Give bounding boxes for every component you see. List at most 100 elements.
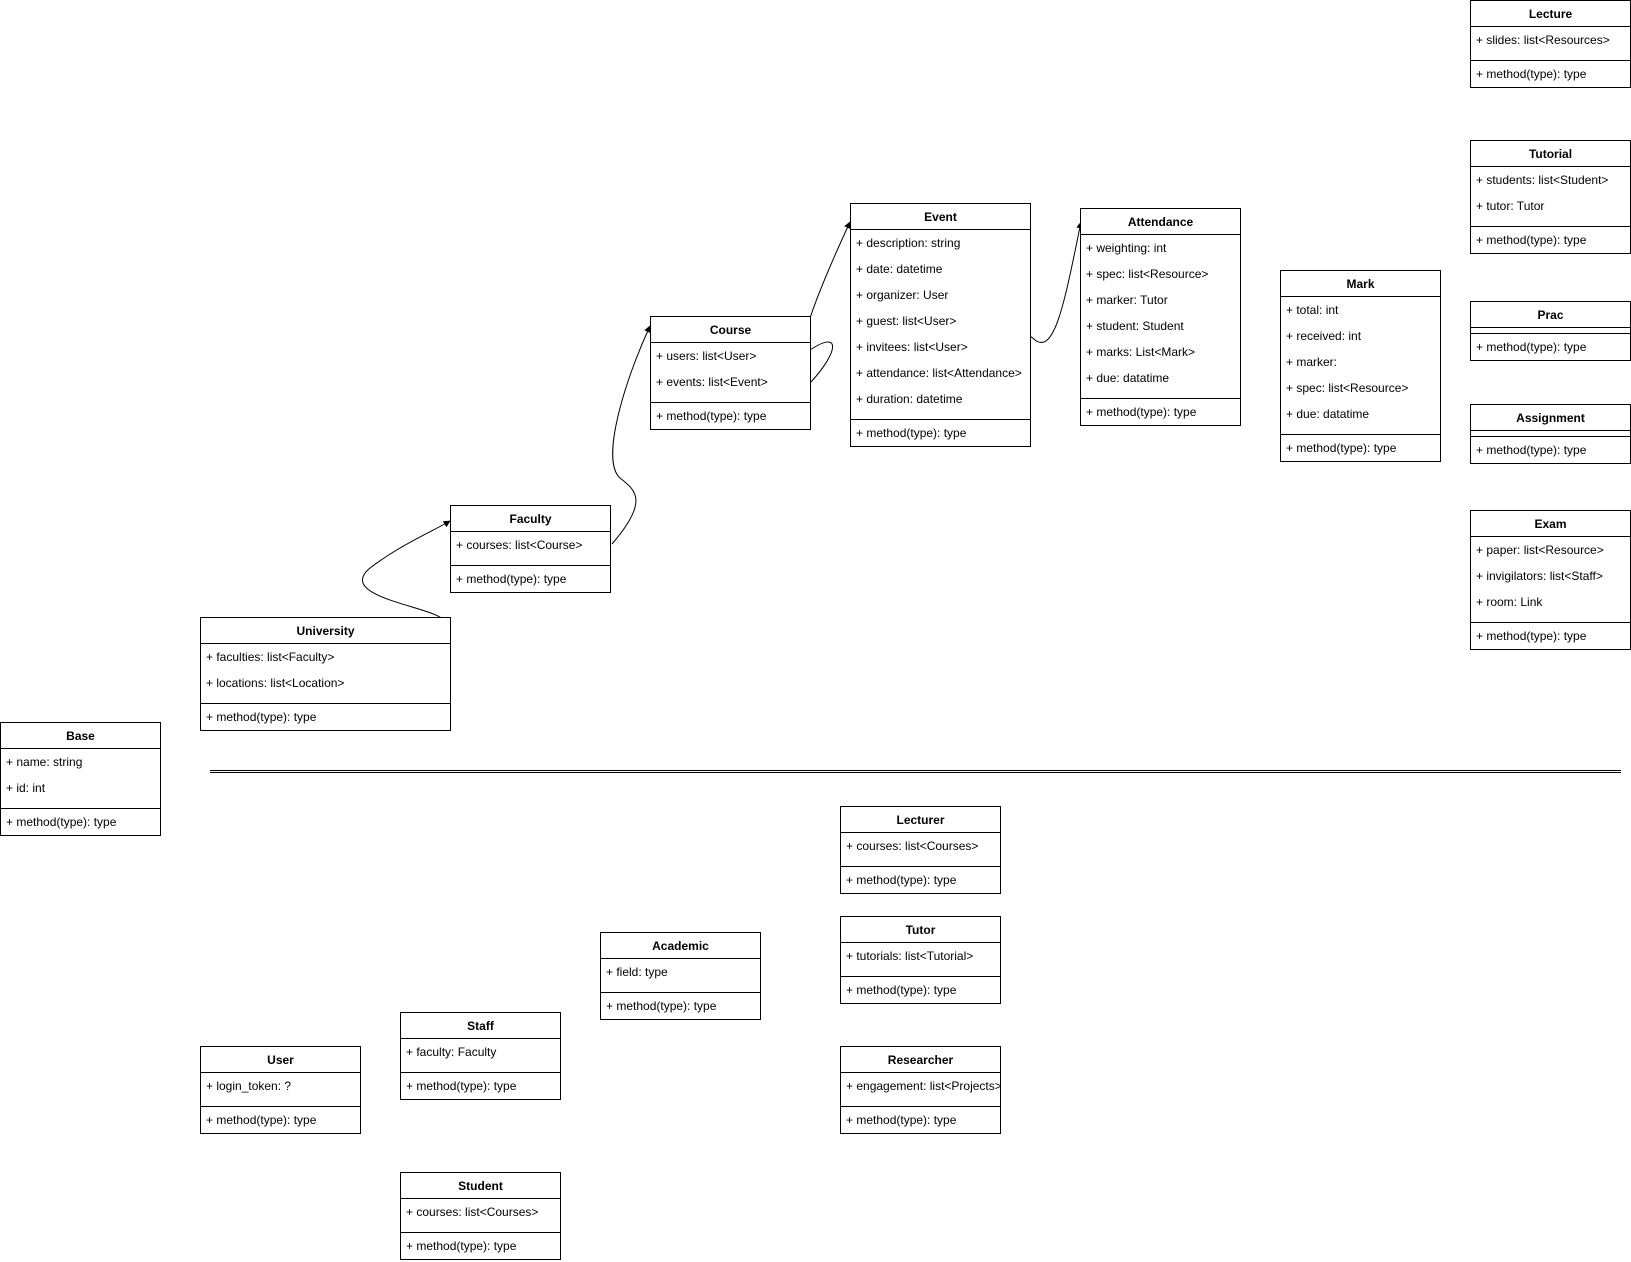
separator [1471,53,1630,61]
attribute: + field: type [606,965,668,979]
attribute: + id: int [6,781,46,795]
attribute: + invigilators: list<Staff> [1476,569,1603,583]
attribute: + marker: [1286,355,1338,369]
class-staff[interactable]: Staff + faculty: Faculty + method(type):… [400,1012,561,1100]
method: + method(type): type [206,710,317,724]
class-attendance[interactable]: Attendance + weighting: int + spec: list… [1080,208,1241,426]
attribute: + student: Student [1086,319,1184,333]
class-name: Faculty [451,506,610,532]
method: + method(type): type [456,572,567,586]
method: + method(type): type [1086,405,1197,419]
method: + method(type): type [1476,629,1587,643]
class-name: Researcher [841,1047,1000,1073]
connector-faculty-course[interactable] [611,325,651,545]
separator [1471,431,1630,437]
method: + method(type): type [1286,441,1397,455]
separator [1,801,160,809]
attribute: + events: list<Event> [656,375,768,389]
class-name: Mark [1281,271,1440,297]
class-tutorial[interactable]: Tutorial + students: list<Student> + tut… [1470,140,1631,254]
attribute: + spec: list<Resource> [1286,381,1409,395]
method: + method(type): type [406,1079,517,1093]
method: + method(type): type [846,983,957,997]
class-assignment[interactable]: Assignment + method(type): type [1470,404,1631,464]
attribute: + attendance: list<Attendance> [856,366,1022,380]
attribute: + due: datatime [1286,407,1370,421]
class-name: Academic [601,933,760,959]
separator [1281,427,1440,435]
attribute: + guest: list<User> [856,314,957,328]
separator [401,1225,560,1233]
attribute: + faculties: list<Faculty> [206,650,335,664]
class-faculty[interactable]: Faculty + courses: list<Course> + method… [450,505,611,593]
separator [651,395,810,403]
separator [451,558,610,566]
class-course[interactable]: Course + users: list<User> + events: lis… [650,316,811,430]
class-lecturer[interactable]: Lecturer + courses: list<Courses> + meth… [840,806,1001,894]
class-mark[interactable]: Mark + total: int + received: int + mark… [1280,270,1441,462]
attribute: + paper: list<Resource> [1476,543,1604,557]
method: + method(type): type [1476,233,1587,247]
method: + method(type): type [1476,340,1587,354]
method: + method(type): type [6,815,117,829]
class-name: Tutorial [1471,141,1630,167]
attribute: + marks: List<Mark> [1086,345,1196,359]
class-base[interactable]: Base + name: string + id: int + method(t… [0,722,161,836]
separator [201,696,450,704]
attribute: + description: string [856,236,961,250]
separator [841,969,1000,977]
attribute: + courses: list<Courses> [846,839,979,853]
attribute: + tutorials: list<Tutorial> [846,949,974,963]
attribute: + total: int [1286,303,1339,317]
separator [601,985,760,993]
method: + method(type): type [846,1113,957,1127]
class-prac[interactable]: Prac + method(type): type [1470,301,1631,361]
method: + method(type): type [656,409,767,423]
attribute: + courses: list<Course> [456,538,583,552]
class-exam[interactable]: Exam + paper: list<Resource> + invigilat… [1470,510,1631,650]
class-tutor[interactable]: Tutor + tutorials: list<Tutorial> + meth… [840,916,1001,1004]
class-name: Attendance [1081,209,1240,235]
method: + method(type): type [856,426,967,440]
class-name: Exam [1471,511,1630,537]
attribute: + locations: list<Location> [206,676,345,690]
attribute: + received: int [1286,329,1362,343]
class-name: University [201,618,450,644]
class-name: Event [851,204,1030,230]
attribute: + tutor: Tutor [1476,199,1545,213]
class-name: Lecturer [841,807,1000,833]
method: + method(type): type [606,999,717,1013]
class-user[interactable]: User + login_token: ? + method(type): ty… [200,1046,361,1134]
class-name: Prac [1471,302,1630,328]
separator [841,1099,1000,1107]
class-student[interactable]: Student + courses: list<Courses> + metho… [400,1172,561,1260]
separator [1471,328,1630,334]
separator [401,1065,560,1073]
class-lecture[interactable]: Lecture + slides: list<Resources> + meth… [1470,0,1631,88]
attribute: + spec: list<Resource> [1086,267,1209,281]
class-name: Course [651,317,810,343]
class-name: Student [401,1173,560,1199]
attribute: + engagement: list<Projects> [846,1079,1000,1093]
class-name: Assignment [1471,405,1630,431]
attribute: + students: list<Student> [1476,173,1609,187]
attribute: + duration: datetime [856,392,963,406]
method: + method(type): type [1476,443,1587,457]
class-name: User [201,1047,360,1073]
section-divider [210,770,1621,773]
class-academic[interactable]: Academic + field: type + method(type): t… [600,932,761,1020]
class-researcher[interactable]: Researcher + engagement: list<Projects> … [840,1046,1001,1134]
method: + method(type): type [406,1239,517,1253]
class-name: Tutor [841,917,1000,943]
separator [201,1099,360,1107]
attribute: + marker: Tutor [1086,293,1168,307]
attribute: + courses: list<Courses> [406,1205,539,1219]
separator [851,412,1030,420]
attribute: + name: string [6,755,83,769]
separator [1471,615,1630,623]
attribute: + date: datetime [856,262,943,276]
class-university[interactable]: University + faculties: list<Faculty> + … [200,617,451,731]
class-event[interactable]: Event + description: string + date: date… [850,203,1031,447]
separator [841,859,1000,867]
attribute: + weighting: int [1086,241,1167,255]
